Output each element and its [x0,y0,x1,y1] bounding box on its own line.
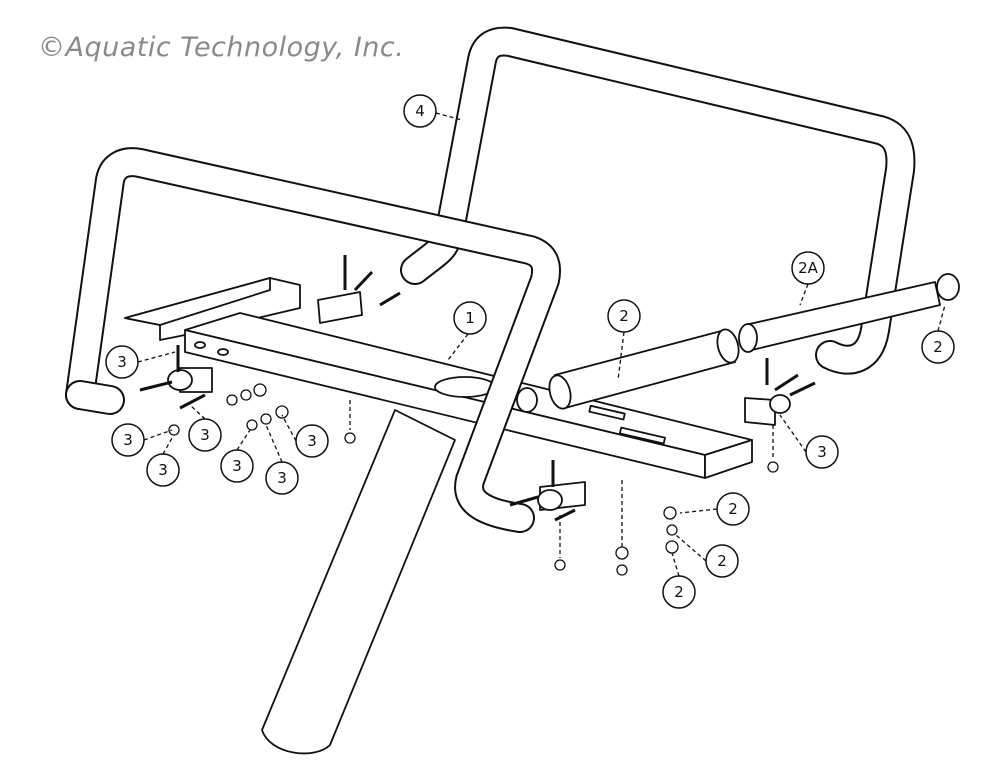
callout-label: 2 [728,500,738,518]
callout-frame-4: 4 [403,94,437,128]
roller-part-2 [516,328,740,413]
callout-hardware-3: 3 [105,345,139,379]
callout-washer-2: 2 [705,544,739,578]
callout-roller-2: 2 [607,299,641,333]
callout-hardware-3: 3 [805,435,839,469]
callout-label: 4 [415,102,425,120]
callout-label: 2 [933,338,943,356]
hardware [139,255,816,576]
callout-crossbar-1: 1 [453,301,487,335]
callout-hardware-3: 3 [111,423,145,457]
roller-tube-part-2A [738,273,960,353]
callout-end-cap-2: 2 [921,330,955,364]
callout-label: 2 [717,552,727,570]
callout-hardware-3: 3 [146,453,180,487]
callout-hardware-3: 3 [265,461,299,495]
callout-label: 3 [232,457,242,475]
callout-hardware-3: 3 [188,418,222,452]
callout-label: 3 [200,426,210,444]
callout-washer-2: 2 [716,492,750,526]
callout-hardware-3: 3 [220,449,254,483]
crossbar-part-1 [184,312,753,479]
callout-label: 3 [307,432,317,450]
leader-lines [137,112,946,577]
callout-label: 1 [465,309,475,327]
callout-hardware-3: 3 [295,424,329,458]
callout-label: 3 [117,353,127,371]
callout-label: 3 [123,431,133,449]
callout-label: 2 [674,583,684,601]
callout-label: 3 [158,461,168,479]
copyright-text: ©Aquatic Technology, Inc. [38,32,405,63]
callout-label: 2A [798,259,819,277]
callout-label: 2 [619,307,629,325]
callout-roller-tube-2A: 2A [791,251,825,285]
front-frame [65,147,562,533]
callout-nut-2: 2 [662,575,696,609]
callout-label: 3 [277,469,287,487]
support-post [261,409,456,755]
callout-label: 3 [817,443,827,461]
